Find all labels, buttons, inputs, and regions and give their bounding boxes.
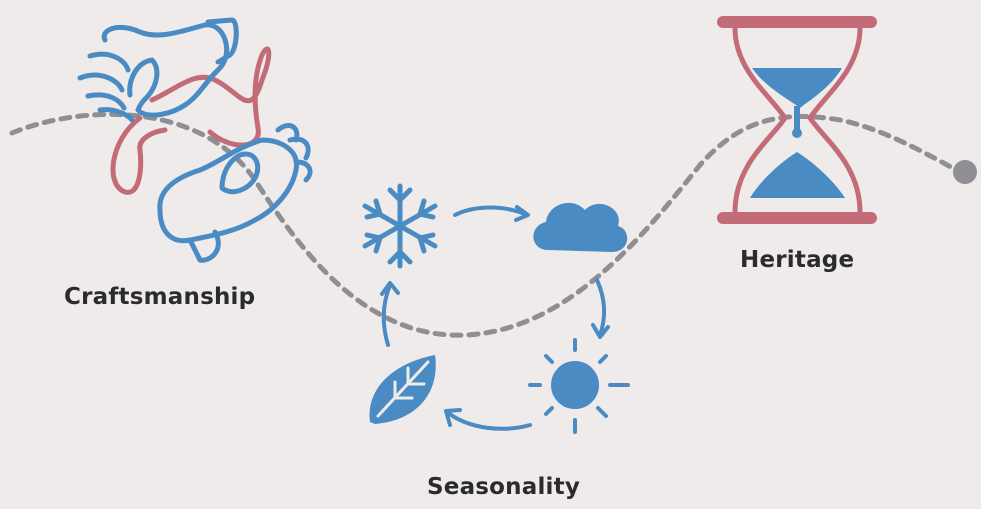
cycle-arrows bbox=[380, 205, 610, 431]
leaf-icon bbox=[369, 355, 436, 424]
hands-with-thread-icon bbox=[77, 17, 313, 263]
cloud-icon bbox=[533, 202, 628, 252]
path-end-dot bbox=[953, 160, 977, 184]
heritage-label: Heritage bbox=[740, 247, 855, 273]
snowflake-icon bbox=[362, 183, 438, 269]
craftsmanship-label: Craftsmanship bbox=[64, 284, 256, 310]
sun-icon bbox=[528, 338, 630, 434]
seasonality-label: Seasonality bbox=[427, 474, 581, 500]
dotted-path bbox=[9, 111, 963, 338]
hourglass-icon bbox=[717, 16, 877, 224]
